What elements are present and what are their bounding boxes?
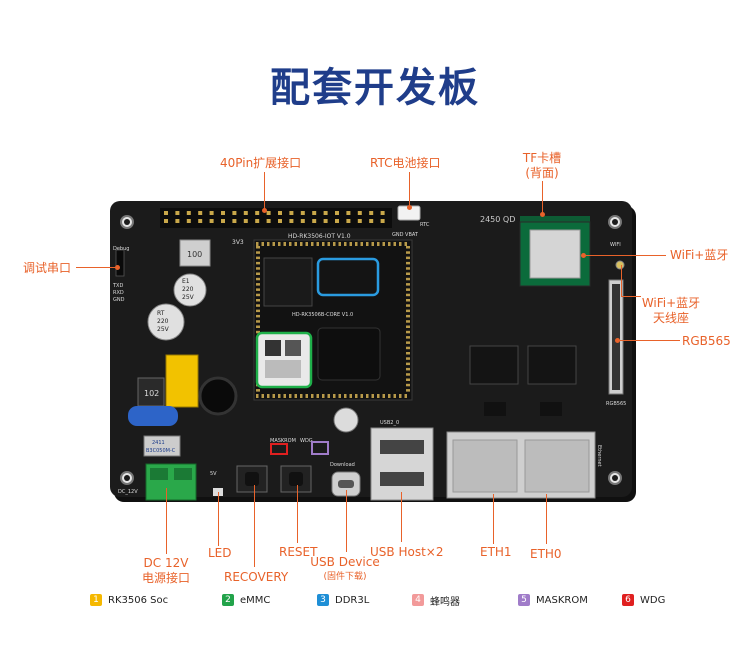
capacitor-2 xyxy=(173,273,207,307)
svg-text:WIFI: WIFI xyxy=(610,242,621,248)
svg-text:220: 220 xyxy=(182,286,194,293)
leader-dc xyxy=(166,488,167,554)
legend-swatch: 3 xyxy=(317,594,329,606)
label-led: LED xyxy=(208,546,232,560)
leader-led xyxy=(218,492,219,546)
wdg-marker xyxy=(270,443,288,455)
legend-swatch: 4 xyxy=(412,594,424,606)
capacitor-1 xyxy=(147,303,185,341)
svg-text:Ethernet: Ethernet xyxy=(596,445,602,467)
svg-text:Download: Download xyxy=(330,462,355,468)
svg-text:TXD: TXD xyxy=(112,283,123,289)
leader-debug xyxy=(76,267,118,268)
phy-chip-2 xyxy=(527,345,577,385)
svg-text:5V: 5V xyxy=(210,471,217,477)
label-wifi-antenna: WiFi+蓝牙 天线座 xyxy=(641,296,701,325)
leader-recovery xyxy=(254,485,255,567)
legend-item-emmc: 2 eMMC xyxy=(222,593,270,607)
svg-text:USB2_0: USB2_0 xyxy=(380,420,399,426)
leader-wifi xyxy=(584,255,666,256)
svg-text:25V: 25V xyxy=(182,294,195,301)
label-eth1: ETH1 xyxy=(480,545,512,559)
ddr3l-chip xyxy=(316,257,380,297)
svg-text:DC_12V: DC_12V xyxy=(118,489,138,495)
buzzer xyxy=(198,376,238,416)
svg-text:Debug: Debug xyxy=(113,246,129,252)
leader-usb-device xyxy=(346,490,347,552)
label-rgb565: RGB565 xyxy=(682,334,731,348)
maskrom-marker xyxy=(311,441,329,455)
pmic-chip xyxy=(317,327,381,381)
silk-batch: 2450 QD xyxy=(480,215,515,224)
leader-reset xyxy=(297,485,298,543)
leader-rtc xyxy=(409,172,410,208)
label-wifi: WiFi+蓝牙 xyxy=(670,248,729,262)
leader-eth0 xyxy=(546,494,547,544)
leader-gpio40 xyxy=(264,172,265,212)
svg-text:MASKROM: MASKROM xyxy=(270,438,296,444)
label-recovery: RECOVERY xyxy=(224,570,289,584)
svg-text:HD-RK3506-IOT V1.0: HD-RK3506-IOT V1.0 xyxy=(288,233,351,240)
rtc-battery xyxy=(333,407,359,433)
svg-text:RXD: RXD xyxy=(113,290,124,296)
svg-text:2411: 2411 xyxy=(152,440,165,446)
phy-chip-1 xyxy=(469,345,519,385)
label-dc: DC 12V 电源接口 xyxy=(141,556,190,585)
fuse xyxy=(128,406,178,426)
legend-swatch: 2 xyxy=(222,594,234,606)
svg-text:100: 100 xyxy=(187,250,202,259)
legend-swatch: 5 xyxy=(518,594,530,606)
label-eth0: ETH0 xyxy=(530,547,562,561)
gpio-40pin-header xyxy=(160,208,392,228)
legend-swatch: 6 xyxy=(622,594,634,606)
legend-item-buzzer: 4 蜂鸣器 xyxy=(412,593,460,608)
leader-eth1 xyxy=(493,494,494,544)
svg-text:RGB565: RGB565 xyxy=(606,401,626,407)
svg-text:GND: GND xyxy=(113,297,125,303)
inductor xyxy=(179,239,211,267)
page-title: 配套开发板 xyxy=(270,65,480,111)
legend-item-maskrom: 5 MASKROM xyxy=(518,593,588,607)
leader-wifi-ant xyxy=(621,265,622,297)
leader-usb-host xyxy=(401,492,402,542)
label-tf: TF卡槽 (背面) xyxy=(522,151,562,180)
silk-rtc: RTC xyxy=(420,222,430,228)
debug-uart-header xyxy=(115,249,125,277)
silk-vbat: GND VBAT xyxy=(392,232,419,238)
svg-text:102: 102 xyxy=(144,389,159,398)
leader-tf xyxy=(542,181,543,215)
yellow-capacitor xyxy=(165,354,199,408)
label-usb-device: USB Device (固件下载) xyxy=(310,555,380,582)
svg-text:E1: E1 xyxy=(182,278,190,285)
wifi-antenna-connector xyxy=(615,260,625,270)
legend-item-ddr3l: 3 DDR3L xyxy=(317,593,369,607)
leader-rgb xyxy=(618,340,680,341)
svg-text:25V: 25V xyxy=(157,326,170,333)
svg-text:RT: RT xyxy=(157,310,165,317)
label-rtc: RTC电池接口 xyxy=(370,156,441,170)
label-debug: 调试串口 xyxy=(23,261,72,275)
svg-text:HD-RK3506B-CORE V1.0: HD-RK3506B-CORE V1.0 xyxy=(292,312,353,318)
svg-text:B3C050M-C: B3C050M-C xyxy=(146,448,176,454)
legend-item-wdg: 6 WDG xyxy=(622,593,665,607)
label-usb-host: USB Host×2 xyxy=(370,545,444,559)
label-reset: RESET xyxy=(279,545,318,559)
legend-swatch: 1 xyxy=(90,594,102,606)
legend-item-soc: 1 RK3506 Soc xyxy=(90,593,168,607)
usb-host-port xyxy=(370,427,434,501)
svg-text:3V3: 3V3 xyxy=(232,239,244,246)
svg-text:WDG: WDG xyxy=(300,438,313,444)
svg-text:220: 220 xyxy=(157,318,169,325)
soc-chip xyxy=(263,257,313,307)
label-gpio40: 40Pin扩展接口 xyxy=(220,156,302,170)
